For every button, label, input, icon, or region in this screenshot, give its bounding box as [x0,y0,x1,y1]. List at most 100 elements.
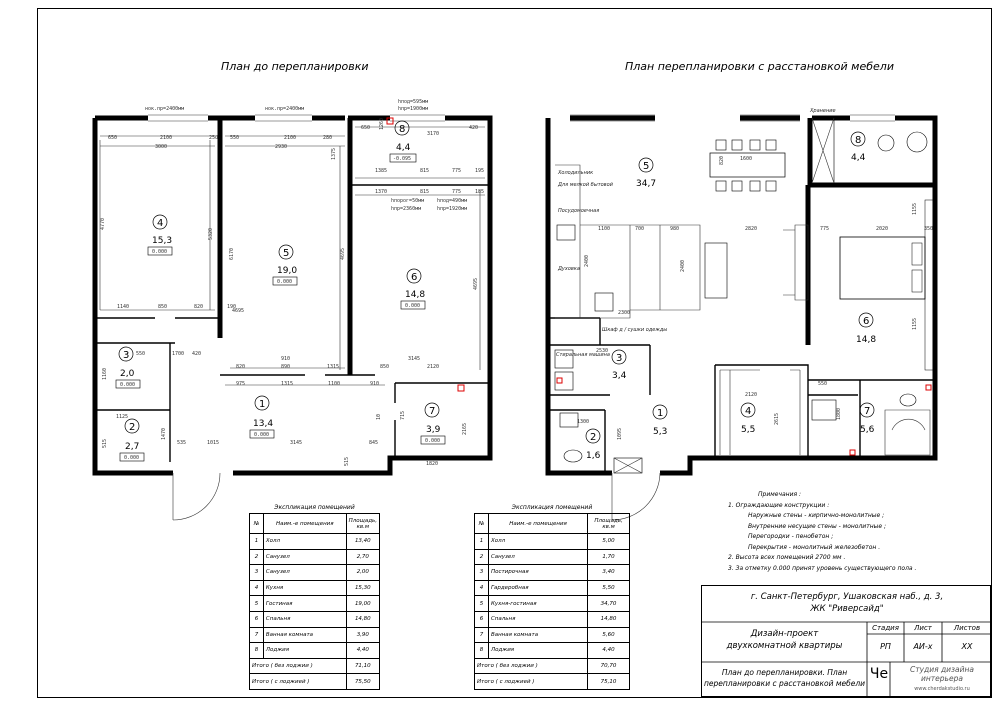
dining-chairs [715,139,777,192]
room-area: 13,4 [253,419,273,429]
room-number: 3 [616,353,622,364]
dim: 1385 [375,168,387,174]
washer-label: Стиральная машина [556,352,610,358]
address-line-1: г. Санкт-Петербург, Ушаковская наб., д. … [750,592,944,602]
room-8-before: 8 4,4 -0.095 [389,120,417,163]
total-value: 75,50 [345,673,381,690]
shoe-rack-cross [613,457,643,474]
room-4-after: 4 5,5 [740,402,756,435]
storage-unit [811,117,835,184]
header-cell: Наим.-е помещения [487,513,589,534]
toilet [899,393,917,407]
table-cell: 4 [249,579,264,597]
room-area: 2,7 [125,442,139,452]
kitchen-counter [555,164,701,319]
dim: 185 [475,189,484,195]
dim: 10 [376,414,382,420]
note-line: Перегородки - пенобетон ; [748,533,834,540]
room-area: 4,4 [396,143,411,153]
window-label: hпр=1900мм [398,106,428,112]
dim: 4770 [100,218,106,230]
dim: 1470 [161,428,167,440]
table-cell: Ванная комната [262,626,347,644]
dim: 4695 [232,308,244,314]
table2-caption: Экспликация помещений [511,504,593,511]
room-number: 7 [864,406,870,417]
room-level: 0.000 [124,455,139,461]
dim: 650 [361,125,370,131]
dimension-lines-before [99,126,485,386]
partitions-before [95,317,490,462]
room-area: 5,3 [653,427,667,437]
marker [849,449,856,456]
table-cell: 19,00 [345,595,381,612]
stage-header: Стадия [872,624,899,632]
dim: 2300 [618,310,630,316]
dim: 775 [820,226,829,232]
sheets-header: Листов [953,624,981,632]
dim: 3145 [290,440,302,446]
title-block-grid [702,621,992,698]
loggia-table [877,134,895,152]
studio-logo: Че [869,666,889,682]
door-label: hпорог=50мм [391,198,424,204]
room-level: 0.000 [277,279,292,285]
dim: 1155 [912,203,918,215]
room-area: 3,9 [426,425,441,435]
room-number: 1 [657,408,663,419]
room-1-after: 1 5,3 [652,404,668,437]
room-number: 8 [399,124,405,135]
table-cell: Санузел [487,548,589,566]
room-5-after: 5 34,7 [636,157,656,189]
dim: 1160 [102,368,108,380]
before-plan-title: План до перепланировки [221,60,369,73]
dim: 820 [194,304,203,310]
dim: 1015 [207,440,219,446]
header-cell: Наим.-е помещения [262,513,347,534]
total-value: 70,70 [587,657,630,675]
room-2-before: 2 2,7 0.000 [119,418,145,462]
table-total-row: Итого ( без лоджии )70,70 [473,657,630,675]
room-3-after: 3 3,4 [611,349,627,381]
table-total-row: Итого ( без лоджии )71,10 [249,657,381,675]
dim: 1820 [426,461,438,467]
room-area: 4,4 [851,153,866,163]
room-level: 0.000 [152,249,167,255]
sheet-title-1: План до перепланировки. План [721,668,848,677]
room-level: 0.000 [254,432,269,438]
door-label: hпр=1920мм [437,206,467,212]
dim: 250 [209,135,218,141]
dim: 1300 [577,419,589,425]
total-label: Итого ( с лоджией ) [473,673,589,690]
closet-rails [719,369,801,455]
dim: 2100 [160,135,172,141]
dim: 280 [323,135,332,141]
address-line-2: ЖК "Риверсайд" [810,604,884,614]
before-plan: нок.пр=2400мм нок.пр=2400мм hпод=595мм h… [92,99,493,521]
header-cell: Площадь, кв.м [345,513,381,534]
pillow [911,269,923,293]
table-header-row: № Наим.-е помещения Площадь, кв.м [474,513,630,534]
wc-sink [559,412,579,428]
dim: 850 [380,364,389,370]
dim: 4695 [473,278,479,290]
dim: 420 [469,125,478,131]
tv-unit [783,224,809,301]
table-cell: 1 [249,533,264,550]
room-number: 5 [643,161,649,172]
project-line-1: Дизайн-проект [750,629,819,639]
table-cell: 5,60 [587,626,630,644]
sheet-value: АИ-х [913,642,933,651]
dim: 890 [281,364,290,370]
title-block: г. Санкт-Петербург, Ушаковская наб., д. … [701,585,992,698]
room-area: 34,7 [636,179,656,189]
room-level: 0.000 [405,303,420,309]
dim: 515 [102,439,108,448]
note-line: 3. За отметку 0.000 принят уровень сущес… [728,564,917,572]
